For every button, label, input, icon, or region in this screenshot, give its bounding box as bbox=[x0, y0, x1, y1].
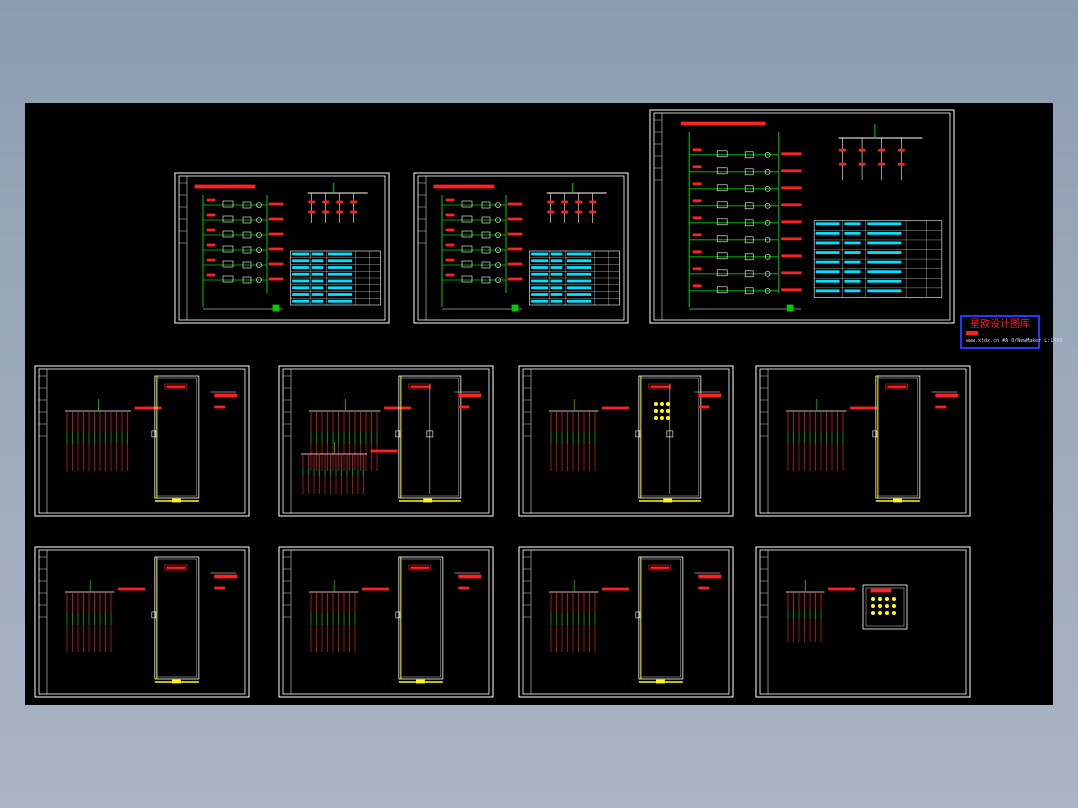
drawing-sheet-schematic-3 bbox=[649, 109, 955, 324]
drawing-sheet-cabinet-7 bbox=[518, 546, 734, 698]
drawing-sheet-panel-8 bbox=[755, 546, 971, 698]
drawing-sheet-schematic-1 bbox=[174, 172, 390, 324]
stamp-subtitle: www.xtdx.cn #A 0/NewMaker L:1038 bbox=[966, 338, 1062, 344]
drawing-viewport[interactable]: 星欧设计图库 www.xtdx.cn #A 0/NewMaker L:1038 bbox=[25, 103, 1062, 705]
library-stamp: 星欧设计图库 www.xtdx.cn #A 0/NewMaker L:1038 bbox=[960, 315, 1062, 349]
drawing-sheet-cabinet-4 bbox=[755, 365, 971, 517]
drawing-sheet-schematic-2 bbox=[413, 172, 629, 324]
stamp-note: #A 0/NewMaker L:1038 bbox=[1002, 338, 1063, 344]
drawing-sheet-cabinet-2 bbox=[278, 365, 494, 517]
cad-drawing-canvas[interactable] bbox=[25, 103, 1053, 705]
stamp-url: www.xtdx.cn bbox=[966, 338, 1000, 344]
drawing-sheet-cabinet-5 bbox=[34, 546, 250, 698]
stamp-logo-mark bbox=[966, 331, 978, 335]
drawing-sheet-cabinet-3 bbox=[518, 365, 734, 517]
stamp-title: 星欧设计图库 bbox=[970, 319, 1030, 330]
drawing-sheet-cabinet-6 bbox=[278, 546, 494, 698]
drawing-sheet-cabinet-1 bbox=[34, 365, 250, 517]
